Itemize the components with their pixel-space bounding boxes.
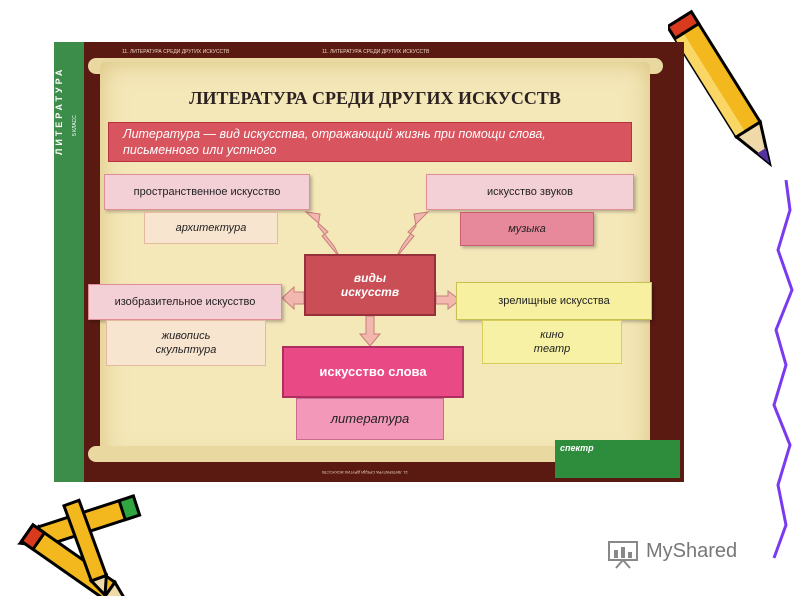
publisher-logo [555, 440, 680, 478]
node-word-art: искусство слова [282, 346, 464, 398]
node-visual-art-examples: живопись скульптура [106, 320, 266, 366]
watermark-text: MyShared [646, 540, 738, 562]
node-sound-art: искусство звуков [426, 174, 634, 210]
node-theatre-art: зрелищные искусства [456, 282, 652, 320]
top-strip: 11. ЛИТЕРАТУРА СРЕДИ ДРУГИХ ИСКУССТВ 11.… [92, 46, 672, 60]
publisher-logo-text: спектр [560, 443, 594, 453]
myshared-logo-icon [608, 541, 638, 569]
arrow-to-spatial [304, 211, 341, 259]
purple-squiggle-line-icon [772, 180, 794, 559]
node-word-art-examples: литература [296, 398, 444, 440]
arrow-to-visual [281, 285, 305, 311]
poster-title: ЛИТЕРАТУРА СРЕДИ ДРУГИХ ИСКУССТВ [189, 88, 561, 108]
pencil-top-right-icon [668, 9, 772, 168]
node-sound-art-examples: музыка [460, 212, 594, 246]
crossed-pencils-icon [16, 494, 142, 596]
scroll-roll-bottom [88, 446, 663, 462]
node-theatre-art-examples: кино театр [482, 320, 622, 364]
top-strip-text-left: 11. ЛИТЕРАТУРА СРЕДИ ДРУГИХ ИСКУССТВ [122, 49, 230, 55]
node-spatial-art: пространственное искусство [104, 174, 310, 210]
definition-banner: Литература — вид искусства, отражающий ж… [108, 122, 632, 162]
arrow-to-word [358, 315, 382, 347]
node-center-types: виды искусств [304, 254, 436, 316]
top-strip-text-center: 11. ЛИТЕРАТУРА СРЕДИ ДРУГИХ ИСКУССТВ [322, 49, 430, 55]
node-spatial-art-examples: архитектура [144, 212, 278, 244]
node-visual-art: изобразительное искусство [88, 284, 282, 320]
poster-sidebar [54, 42, 84, 482]
arrow-to-sound [395, 211, 430, 259]
